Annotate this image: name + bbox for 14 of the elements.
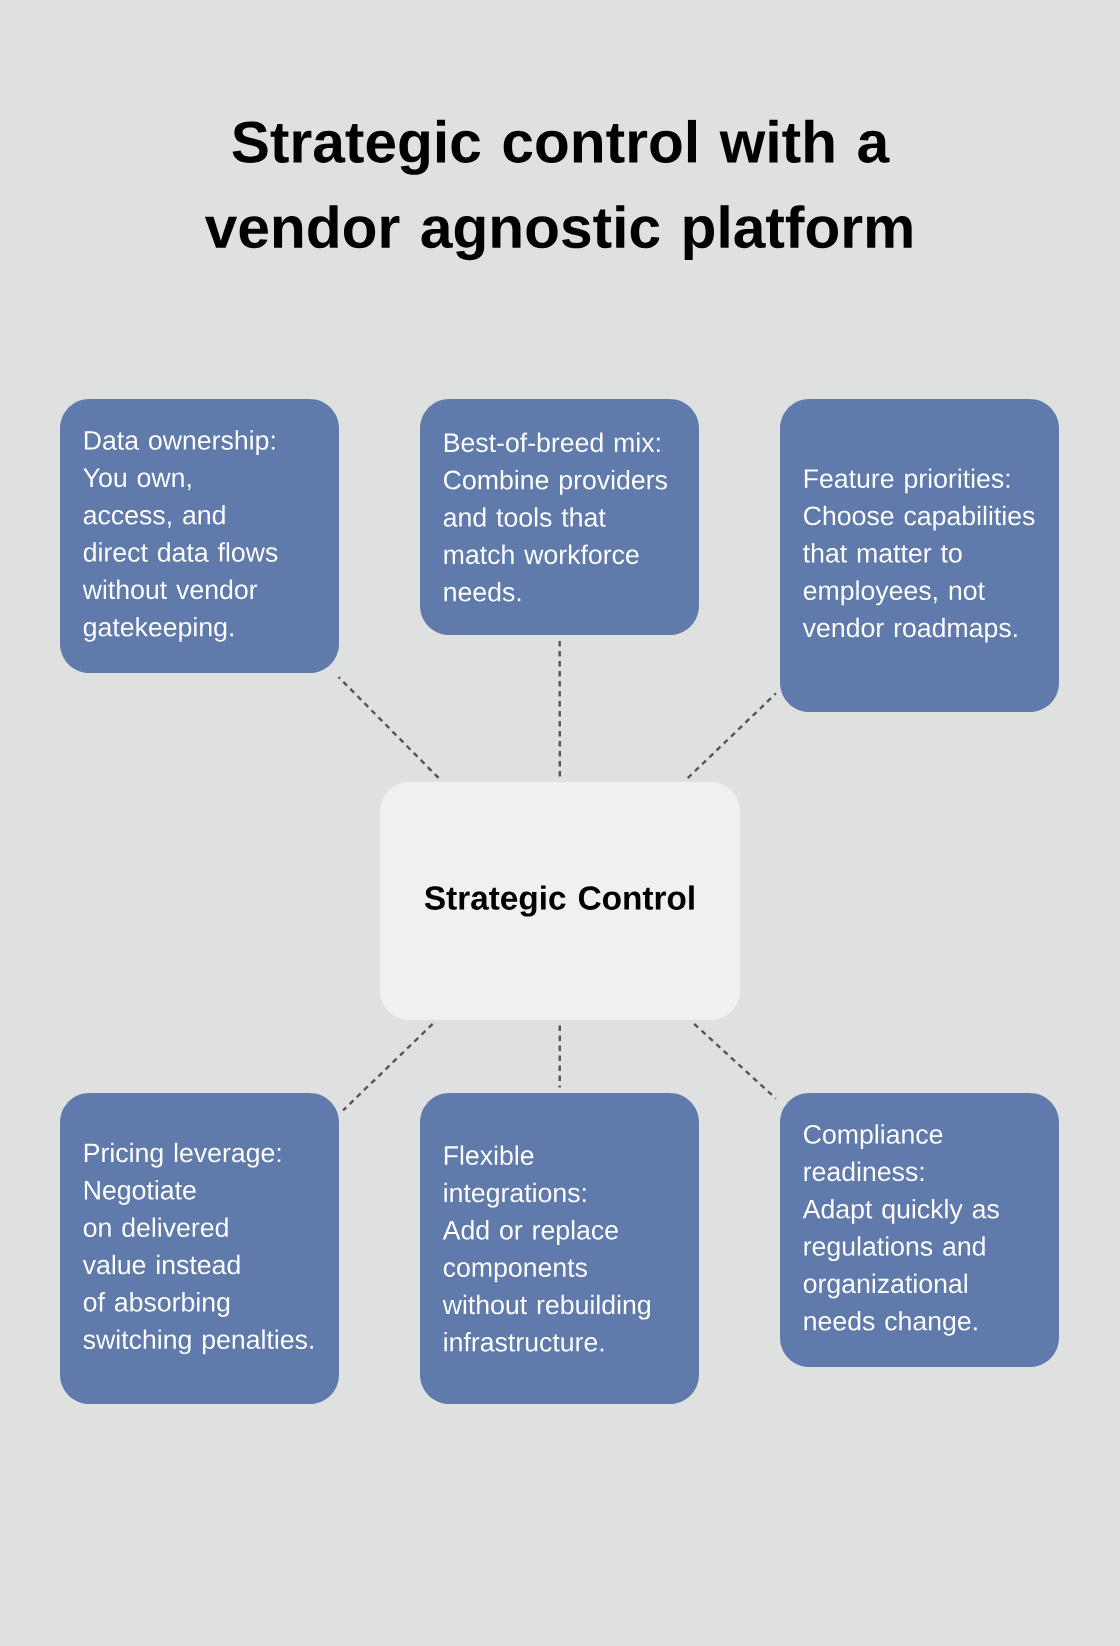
text-box: Feature priorities: Choose capabilities that matter to employees, not vendor roadmaps. — [780, 399, 1059, 713]
text-box: Flexible integrations: Add or replace components without rebuilding infrastructure. — [420, 1093, 699, 1404]
dashed-line — [558, 640, 562, 777]
dashed-line — [558, 1025, 562, 1088]
text-box: Compliance readiness: Adapt quickly as regulations and organizational needs change. — [780, 1093, 1059, 1367]
dashed-line — [342, 1023, 434, 1112]
dashed-line — [337, 676, 440, 779]
title: Strategic control with a vendor agnostic platform — [204, 119, 912, 261]
dashed-line — [693, 1023, 777, 1100]
text-box: Pricing leverage: Negotiate on delivered value instead of absorbing switching penalties. — [60, 1093, 339, 1404]
dashed-line — [686, 692, 777, 779]
text-box: Best-of-breed mix: Combine providers and tools that match workforce needs. — [420, 399, 699, 635]
center-box: Strategic Control — [380, 782, 740, 1020]
text-box: Data ownership: You own, access, and direct data flows without vendor gatekeeping. — [60, 399, 339, 673]
